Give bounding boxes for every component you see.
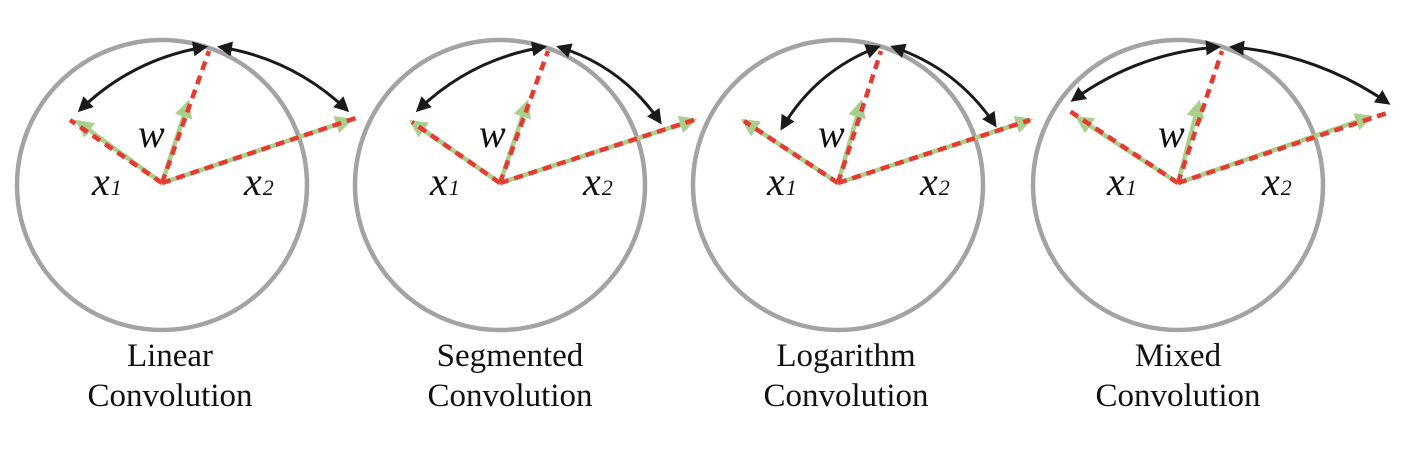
- vector-w-underlay: [497, 99, 531, 184]
- angle-arc-x1-w: [77, 41, 208, 113]
- vector-w-underlay: [159, 99, 193, 184]
- label-w: w: [1158, 111, 1185, 156]
- vector-x2-dashed: [161, 115, 357, 186]
- panel-linear: w x1 x2: [14, 37, 357, 333]
- vector-x2-dashed: [1177, 109, 1391, 186]
- vector-x1-dashed: [1066, 108, 1180, 185]
- vector-x1-dashed: [742, 119, 840, 185]
- vector-w-dashed: [1175, 50, 1225, 184]
- caption-line1: Logarithm: [776, 338, 916, 374]
- caption-mixed-convolution: Mixed Convolution: [1048, 336, 1308, 416]
- panel-segmented: w x1 x2: [352, 37, 698, 333]
- caption-line1: Segmented: [436, 338, 584, 374]
- unit-circle: [352, 37, 648, 333]
- vector-w-underlay: [1175, 99, 1205, 184]
- vector-x2-dashed: [837, 117, 1031, 186]
- caption-logarithm-convolution: Logarithm Convolution: [716, 336, 976, 416]
- vector-x1-dashed: [410, 120, 502, 185]
- caption-line2: Convolution: [763, 378, 929, 414]
- angle-arc-w-x2: [1229, 40, 1391, 105]
- caption-line1: Linear: [126, 338, 214, 374]
- angle-arc-x1-w: [1070, 40, 1221, 102]
- unit-circle: [690, 37, 986, 333]
- caption-line1: Mixed: [1134, 338, 1222, 374]
- caption-line2: Convolution: [87, 378, 253, 414]
- unit-circle: [1030, 37, 1326, 333]
- unit-circle: [14, 37, 310, 333]
- caption-segmented-convolution: Segmented Convolution: [380, 336, 640, 416]
- vector-w-dashed: [497, 50, 551, 184]
- label-x2: x2: [582, 159, 613, 204]
- label-x1: x1: [429, 159, 460, 204]
- label-x1: x1: [766, 159, 797, 204]
- caption-line2: Convolution: [1095, 378, 1261, 414]
- label-x2: x2: [919, 159, 950, 204]
- panel-logarithm: w x1 x2: [690, 37, 1034, 333]
- label-x2: x2: [243, 159, 274, 204]
- panel-mixed: w x1 x2: [1030, 37, 1391, 333]
- vector-x1-dashed: [68, 118, 164, 185]
- angle-arc-w-x2: [890, 43, 997, 128]
- vector-w-dashed: [835, 50, 884, 184]
- label-x1: x1: [1106, 159, 1137, 204]
- vector-w-underlay: [835, 99, 866, 184]
- vector-w-dashed: [159, 50, 212, 184]
- angle-arc-w-x2: [556, 43, 662, 125]
- caption-linear-convolution: Linear Convolution: [40, 336, 300, 416]
- angle-arc-x1-w: [415, 41, 547, 113]
- caption-line2: Convolution: [427, 378, 593, 414]
- label-w: w: [479, 111, 506, 156]
- label-w: w: [138, 111, 165, 156]
- label-x1: x1: [91, 159, 122, 204]
- label-x2: x2: [1261, 159, 1292, 204]
- angle-arc-w-x2: [217, 41, 350, 113]
- label-w: w: [818, 111, 845, 156]
- angle-arc-x1-w: [780, 44, 881, 131]
- vector-x2-dashed: [499, 117, 695, 186]
